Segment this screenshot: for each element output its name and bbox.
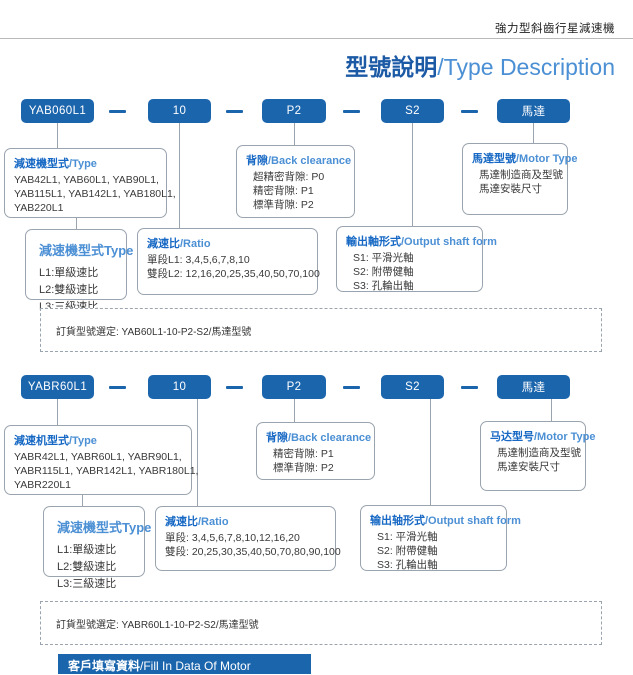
box-line: 馬達安裝尺寸 (497, 461, 560, 473)
connector-yab-clearance (294, 123, 295, 145)
badge-separator-6 (226, 386, 243, 389)
box-line: YAB42L1, YAB60L1, YAB90L1, (14, 174, 159, 186)
box-line: S1: 平滑光軸 (353, 252, 414, 264)
box-line: 馬達制造商及型號 (497, 447, 581, 459)
connector-yab-ratio (179, 123, 180, 228)
note-text: 訂貨型號選定: YABR60L1-10-P2-S2/馬達型號 (56, 620, 259, 631)
box-yab-ratio: 減速比/Ratio 單段L1: 3,4,5,6,7,8,10 雙段L2: 12,… (137, 228, 320, 295)
box-line: 精密背隙: P1 (273, 448, 334, 460)
box-line: 雙段L2: 12,16,20,25,35,40,50,70,100 (147, 268, 320, 280)
badge-yabr-motor[interactable]: 馬達 (497, 375, 570, 399)
box-title: 減速机型式/Type (14, 435, 97, 447)
badge-yabr-clearance[interactable]: P2 (262, 375, 326, 399)
badge-yabr-model[interactable]: YABR60L1 (21, 375, 94, 399)
box-yab-clearance: 背隙/Back clearance 超精密背隙: P0 精密背隙: P1 標準背… (236, 145, 355, 218)
badge-yab-model[interactable]: YAB060L1 (21, 99, 94, 123)
note-yabr-order: 訂貨型號選定: YABR60L1-10-P2-S2/馬達型號 (40, 601, 602, 645)
connector-yabr-clearance (294, 399, 295, 422)
connector-yab-subtype (76, 218, 77, 229)
box-title: 輸出軸形式/Output shaft form (346, 236, 497, 248)
box-yabr-subtype: 減速機型式Type L1:單級速比 L2:雙級速比 L3:三級速比 (43, 506, 152, 590)
badge-yab-clearance[interactable]: P2 (262, 99, 326, 123)
box-title: 马达型号/Motor Type (490, 431, 596, 443)
note-text: 訂貨型號選定: YAB60L1-10-P2-S2/馬達型號 (56, 327, 252, 338)
badge-separator-5 (109, 386, 126, 389)
badge-yabr-shaft[interactable]: S2 (381, 375, 444, 399)
badge-separator-1 (109, 110, 126, 113)
box-yabr-clearance: 背隙/Back clearance 精密背隙: P1 標準背隙: P2 (256, 422, 375, 480)
badge-separator-8 (461, 386, 478, 389)
box-title: 減速機型式Type (57, 520, 152, 535)
footer-banner: 客戶填寫資料/Fill In Data Of Motor (58, 654, 311, 674)
badge-yab-ratio[interactable]: 10 (148, 99, 211, 123)
box-line: YABR220L1 (14, 479, 72, 491)
box-yabr-type: 減速机型式/Type YABR42L1, YABR60L1, YABR90L1,… (4, 425, 199, 495)
connector-yab-shaft (412, 123, 413, 226)
connector-yabr-subtype (82, 494, 83, 506)
badge-separator-3 (343, 110, 360, 113)
box-yab-motor: 馬達型號/Motor Type 馬達制造商及型號 馬達安裝尺寸 (462, 143, 578, 215)
running-head: 強力型斜齒行星減速機 (495, 23, 615, 35)
connector-yabr-shaft (430, 399, 431, 505)
badge-yab-shaft[interactable]: S2 (381, 99, 444, 123)
box-line: L2:雙級速比 (57, 561, 117, 573)
box-line: L1:單級速比 (57, 544, 117, 556)
header-divider (0, 38, 633, 39)
badge-yab-motor[interactable]: 馬達 (497, 99, 570, 123)
box-line: S3: 孔輪出軸 (353, 280, 414, 292)
box-line: 單段: 3,4,5,6,7,8,10,12,16,20 (165, 532, 300, 544)
box-title: 減速比/Ratio (147, 238, 211, 250)
connector-yabr-ratio (197, 399, 198, 507)
box-line: 單段L1: 3,4,5,6,7,8,10 (147, 254, 250, 266)
box-line: 馬達制造商及型號 (479, 169, 563, 181)
box-yab-shaft: 輸出軸形式/Output shaft form S1: 平滑光軸 S2: 附帶健… (336, 226, 497, 292)
connector-yab-model (57, 123, 58, 148)
badge-separator-7 (343, 386, 360, 389)
badge-separator-4 (461, 110, 478, 113)
box-title: 減速機型式Type (39, 243, 134, 258)
box-line: 雙段: 20,25,30,35,40,50,70,80,90,100 (165, 546, 341, 558)
connector-yab-motor (533, 123, 534, 143)
box-title: 背隙/Back clearance (246, 155, 352, 167)
box-yabr-ratio: 減速比/Ratio 單段: 3,4,5,6,7,8,10,12,16,20 雙段… (155, 506, 341, 571)
connector-yabr-motor (551, 399, 552, 421)
connector-yabr-model (57, 399, 58, 425)
footer-banner-en: /Fill In Data Of Motor (140, 659, 251, 673)
box-yab-type: 減速機型式/Type YAB42L1, YAB60L1, YAB90L1, YA… (4, 148, 176, 218)
page-title: 型號說明/Type Description (345, 48, 615, 82)
box-line: L2:雙級速比 (39, 284, 99, 296)
box-line: S3: 孔輪出軸 (377, 559, 438, 571)
box-title: 输出轴形式/Output shaft form (370, 515, 521, 527)
box-title: 背隙/Back clearance (266, 432, 372, 444)
box-line: 標準背隙: P2 (273, 462, 334, 474)
page-title-cn: 型號說明 (345, 54, 438, 80)
note-yab-order: 訂貨型號選定: YAB60L1-10-P2-S2/馬達型號 (40, 308, 602, 352)
box-yabr-shaft: 输出轴形式/Output shaft form S1: 平滑光軸 S2: 附帶健… (360, 505, 521, 571)
box-line: S2: 附帶健軸 (377, 545, 438, 557)
box-line: 馬達安裝尺寸 (479, 183, 542, 195)
box-line: S2: 附帶健軸 (353, 266, 414, 278)
box-line: L1:單級速比 (39, 267, 99, 279)
box-line: L3:三級速比 (57, 578, 117, 590)
box-line: YABR115L1, YABR142L1, YABR180L1, (14, 465, 199, 477)
badge-separator-2 (226, 110, 243, 113)
footer-banner-cn: 客戶填寫資料 (68, 659, 141, 673)
box-line: YABR42L1, YABR60L1, YABR90L1, (14, 451, 182, 463)
box-line: YAB115L1, YAB142L1, YAB180L1, (14, 188, 176, 200)
box-line: 標準背隙: P2 (253, 199, 314, 211)
box-title: 減速機型式/Type (14, 158, 97, 170)
box-line: S1: 平滑光軸 (377, 531, 438, 543)
box-yab-subtype: 減速機型式Type L1:單級速比 L2:雙級速比 L3:三級速比 (25, 229, 134, 313)
badge-yabr-ratio[interactable]: 10 (148, 375, 211, 399)
box-title: 減速比/Ratio (165, 516, 229, 528)
box-yabr-motor: 马达型号/Motor Type 馬達制造商及型號 馬達安裝尺寸 (480, 421, 596, 491)
box-line: YAB220L1 (14, 202, 64, 214)
box-line: 超精密背隙: P0 (253, 171, 325, 183)
box-line: 精密背隙: P1 (253, 185, 314, 197)
page-title-en: /Type Description (437, 54, 615, 80)
box-title: 馬達型號/Motor Type (472, 153, 578, 165)
